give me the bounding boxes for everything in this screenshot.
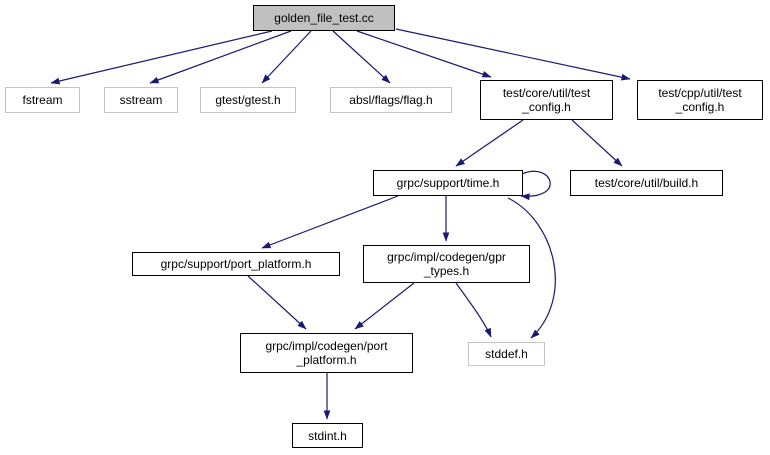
node-label: sstream — [119, 93, 163, 107]
node-label: stdint.h — [308, 428, 347, 443]
node-grpc-support-port-platform-h[interactable]: grpc/support/port_platform.h — [132, 252, 340, 276]
node-sstream: sstream — [104, 87, 178, 113]
node-fstream: fstream — [5, 87, 80, 113]
edge-time-to-support-port-platform — [261, 195, 399, 249]
edge-time-self-loop — [520, 170, 551, 201]
node-label: golden_file_test.cc — [274, 11, 374, 25]
node-label-line1: test/core/util/test — [502, 86, 591, 100]
node-label: grpc/support/port_platform.h — [160, 257, 312, 271]
node-absl-flags-flag-h: absl/flags/flag.h — [330, 87, 452, 113]
node-label: test/core/util/build.h — [594, 176, 699, 190]
edge-root-to-absl-flag — [332, 30, 391, 84]
node-label: grpc/support/time.h — [396, 176, 500, 190]
node-label-line2: _platform.h — [296, 353, 357, 367]
edge-core-test-config-to-build — [571, 119, 623, 167]
node-test-core-util-test-config-h[interactable]: test/core/util/test _config.h — [480, 80, 613, 120]
node-label-line2: _config.h — [522, 100, 571, 114]
edge-gpr-types-to-stddef — [455, 282, 492, 338]
edge-time-to-stddef — [507, 197, 556, 339]
node-grpc-impl-codegen-port-platform-h[interactable]: grpc/impl/codegen/port _platform.h — [240, 333, 413, 373]
node-label: fstream — [22, 93, 63, 107]
edge-root-to-cpp-test-config — [395, 28, 631, 81]
edge-root-to-sstream — [149, 30, 292, 84]
node-stdint-h[interactable]: stdint.h — [292, 423, 363, 448]
edge-support-pp-to-codegen-pp — [247, 275, 307, 330]
node-test-core-util-build-h[interactable]: test/core/util/build.h — [570, 170, 723, 196]
edge-root-to-fstream — [50, 30, 273, 85]
node-label: stddef.h — [485, 347, 528, 361]
node-label-line2: _config.h — [675, 100, 725, 114]
node-label: absl/flags/flag.h — [349, 93, 433, 107]
edge-core-test-config-to-time — [455, 119, 524, 167]
node-grpc-support-time-h[interactable]: grpc/support/time.h — [373, 170, 523, 196]
node-golden-file-test-cc: golden_file_test.cc — [253, 5, 395, 31]
node-label-line1: grpc/impl/codegen/port — [265, 339, 388, 353]
node-grpc-impl-codegen-gpr-types-h[interactable]: grpc/impl/codegen/gpr _types.h — [363, 245, 530, 283]
node-gtest-gtest-h: gtest/gtest.h — [200, 87, 296, 113]
edge-gpr-types-to-codegen-port-platform — [354, 282, 415, 330]
node-stddef-h: stddef.h — [468, 342, 545, 366]
node-label-line1: test/cpp/util/test — [658, 86, 742, 100]
node-label-line2: _types.h — [423, 264, 470, 278]
node-test-cpp-util-test-config-h[interactable]: test/cpp/util/test _config.h — [637, 80, 763, 120]
node-label: gtest/gtest.h — [215, 93, 281, 107]
edge-root-to-core-test-config — [356, 30, 492, 78]
node-label-line1: grpc/impl/codegen/gpr — [387, 250, 506, 264]
edge-root-to-gtest — [261, 30, 312, 84]
